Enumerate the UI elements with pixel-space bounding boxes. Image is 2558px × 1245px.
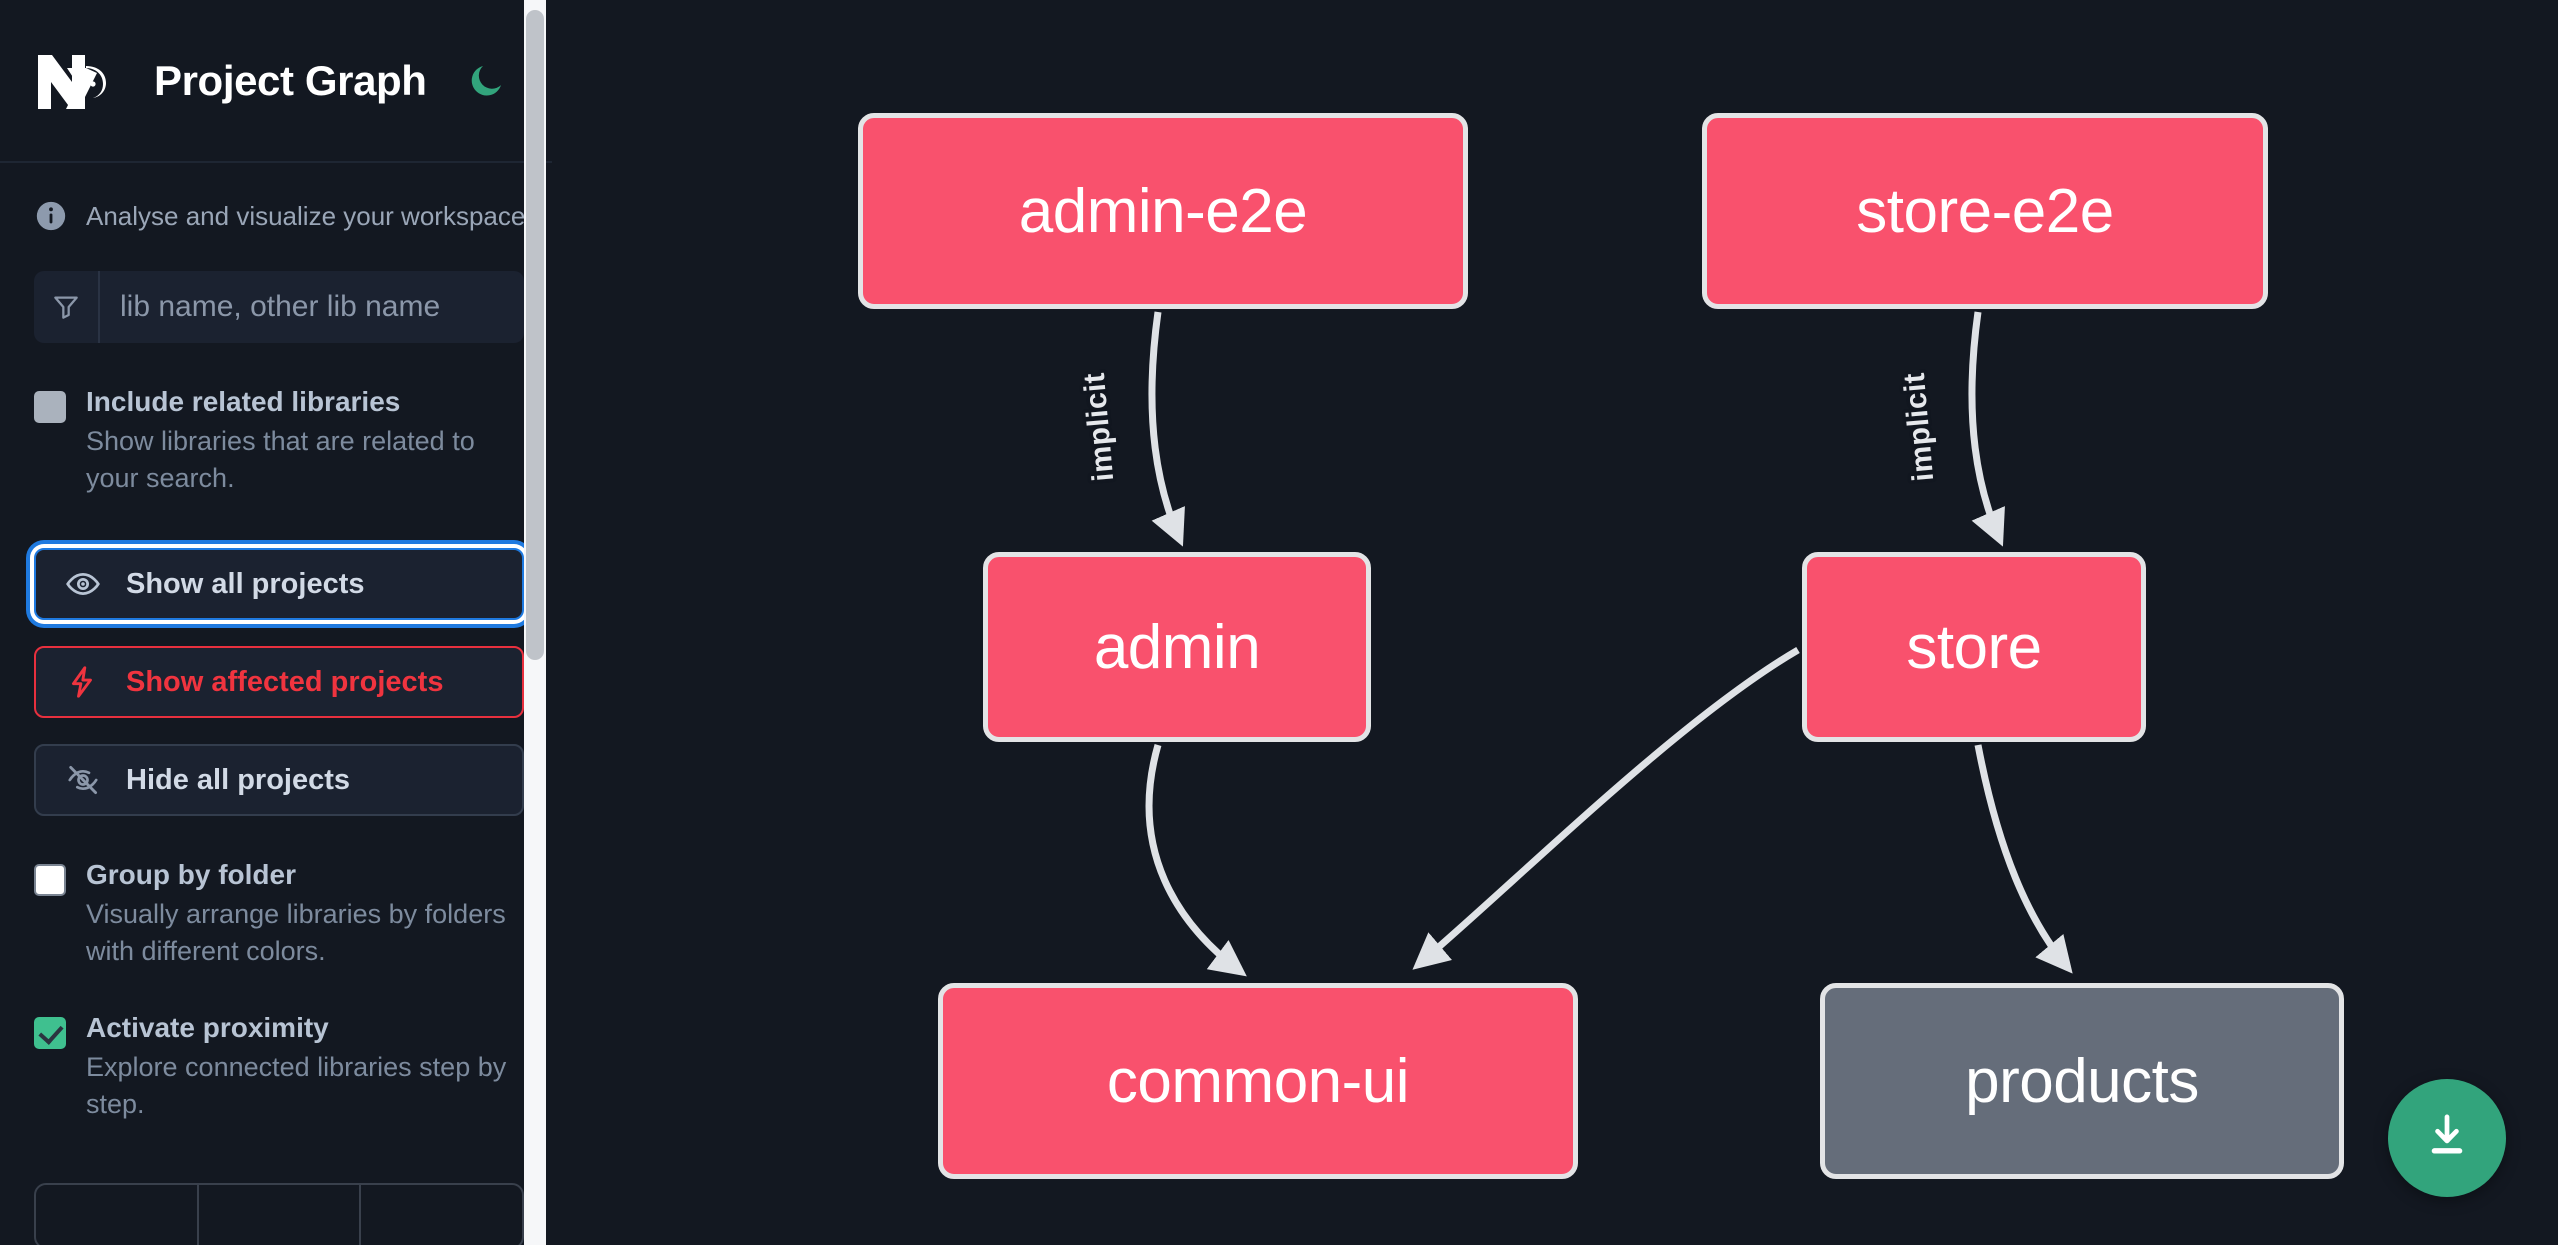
proximity-segment-3[interactable]	[361, 1185, 522, 1245]
activate-proximity-description: Explore connected libraries step by step…	[86, 1052, 507, 1119]
graph-node-label: store-e2e	[1856, 176, 2114, 246]
sidebar-edge	[552, 0, 558, 1245]
graph-node-products[interactable]: products	[1820, 983, 2344, 1179]
show-affected-projects-label: Show affected projects	[126, 665, 444, 698]
download-image-button[interactable]	[2388, 1079, 2506, 1197]
nx-logo	[34, 49, 126, 113]
page-title: Project Graph	[154, 56, 427, 104]
show-affected-projects-button[interactable]: Show affected projects	[34, 646, 524, 719]
graph-node-label: common-ui	[1106, 1046, 1410, 1116]
proximity-segmented-control[interactable]	[34, 1183, 524, 1245]
show-all-projects-label: Show all projects	[126, 567, 365, 600]
graph-edges	[1145, 311, 2073, 977]
group-by-folder-row[interactable]: Group by folder Visually arrange librari…	[34, 858, 524, 969]
activate-proximity-row[interactable]: Activate proximity Explore connected lib…	[34, 1011, 524, 1122]
sidebar-scrollbar-thumb[interactable]	[526, 10, 544, 660]
show-all-projects-button[interactable]: Show all projects	[34, 548, 524, 621]
activate-proximity-label: Activate proximity	[86, 1012, 329, 1044]
group-by-folder-checkbox[interactable]	[34, 864, 66, 897]
search-bar[interactable]	[34, 271, 524, 343]
proximity-segment-2[interactable]	[199, 1185, 362, 1245]
project-graph-canvas[interactable]: admin-e2e store-e2e admin store common-u…	[558, 0, 2558, 1245]
include-related-libraries-description: Show libraries that are related to your …	[86, 426, 475, 493]
edge-store-e2e-to-store	[1968, 311, 2005, 547]
project-visibility-buttons: Show all projects Show affected projects	[34, 548, 524, 817]
graph-node-label: products	[1965, 1046, 2199, 1116]
search-input[interactable]	[100, 271, 524, 343]
eye-off-icon	[64, 761, 102, 799]
workspace-note-text: Analyse and visualize your workspace.	[86, 200, 533, 231]
proximity-segment-1[interactable]	[36, 1185, 199, 1245]
include-related-libraries-texts: Include related libraries Show libraries…	[86, 385, 524, 496]
include-related-libraries-label: Include related libraries	[86, 386, 401, 417]
graph-node-admin[interactable]: admin	[983, 552, 1371, 742]
activate-proximity-texts: Activate proximity Explore connected lib…	[86, 1011, 524, 1122]
graph-node-label: admin-e2e	[1018, 176, 1308, 246]
activate-proximity-checkbox[interactable]	[34, 1017, 66, 1050]
include-related-libraries-row[interactable]: Include related libraries Show libraries…	[34, 385, 524, 496]
graph-node-label: admin	[1093, 612, 1261, 682]
sidebar: Project Graph Analyse and visualize your…	[0, 0, 558, 1245]
graph-node-store[interactable]: store	[1802, 552, 2146, 742]
info-icon	[34, 199, 68, 233]
graph-node-admin-e2e[interactable]: admin-e2e	[858, 113, 1468, 309]
moon-icon[interactable]	[463, 58, 509, 104]
graph-node-label: store	[1906, 612, 2042, 682]
edge-admin-to-common-ui	[1145, 744, 1247, 977]
download-icon	[2420, 1109, 2474, 1168]
group-by-folder-description: Visually arrange libraries by folders wi…	[86, 899, 506, 966]
sidebar-scrollbar[interactable]	[524, 0, 546, 1245]
bolt-icon	[64, 663, 102, 701]
hide-all-projects-label: Hide all projects	[126, 763, 351, 796]
edge-admin-e2e-to-admin	[1148, 311, 1185, 547]
edge-store-to-common-ui	[1412, 646, 1800, 970]
graph-node-common-ui[interactable]: common-ui	[938, 983, 1578, 1179]
group-by-folder-label: Group by folder	[86, 859, 296, 891]
sidebar-header: Project Graph	[0, 0, 558, 163]
group-by-folder-texts: Group by folder Visually arrange librari…	[86, 858, 524, 969]
sidebar-body: Include related libraries Show libraries…	[0, 271, 558, 1122]
graph-node-store-e2e[interactable]: store-e2e	[1702, 113, 2268, 309]
hide-all-projects-button[interactable]: Hide all projects	[34, 744, 524, 817]
eye-icon	[64, 565, 102, 603]
workspace-note: Analyse and visualize your workspace.	[0, 163, 558, 233]
include-related-libraries-checkbox[interactable]	[34, 391, 66, 423]
edge-store-to-products	[1974, 744, 2073, 974]
filter-icon	[34, 271, 100, 343]
